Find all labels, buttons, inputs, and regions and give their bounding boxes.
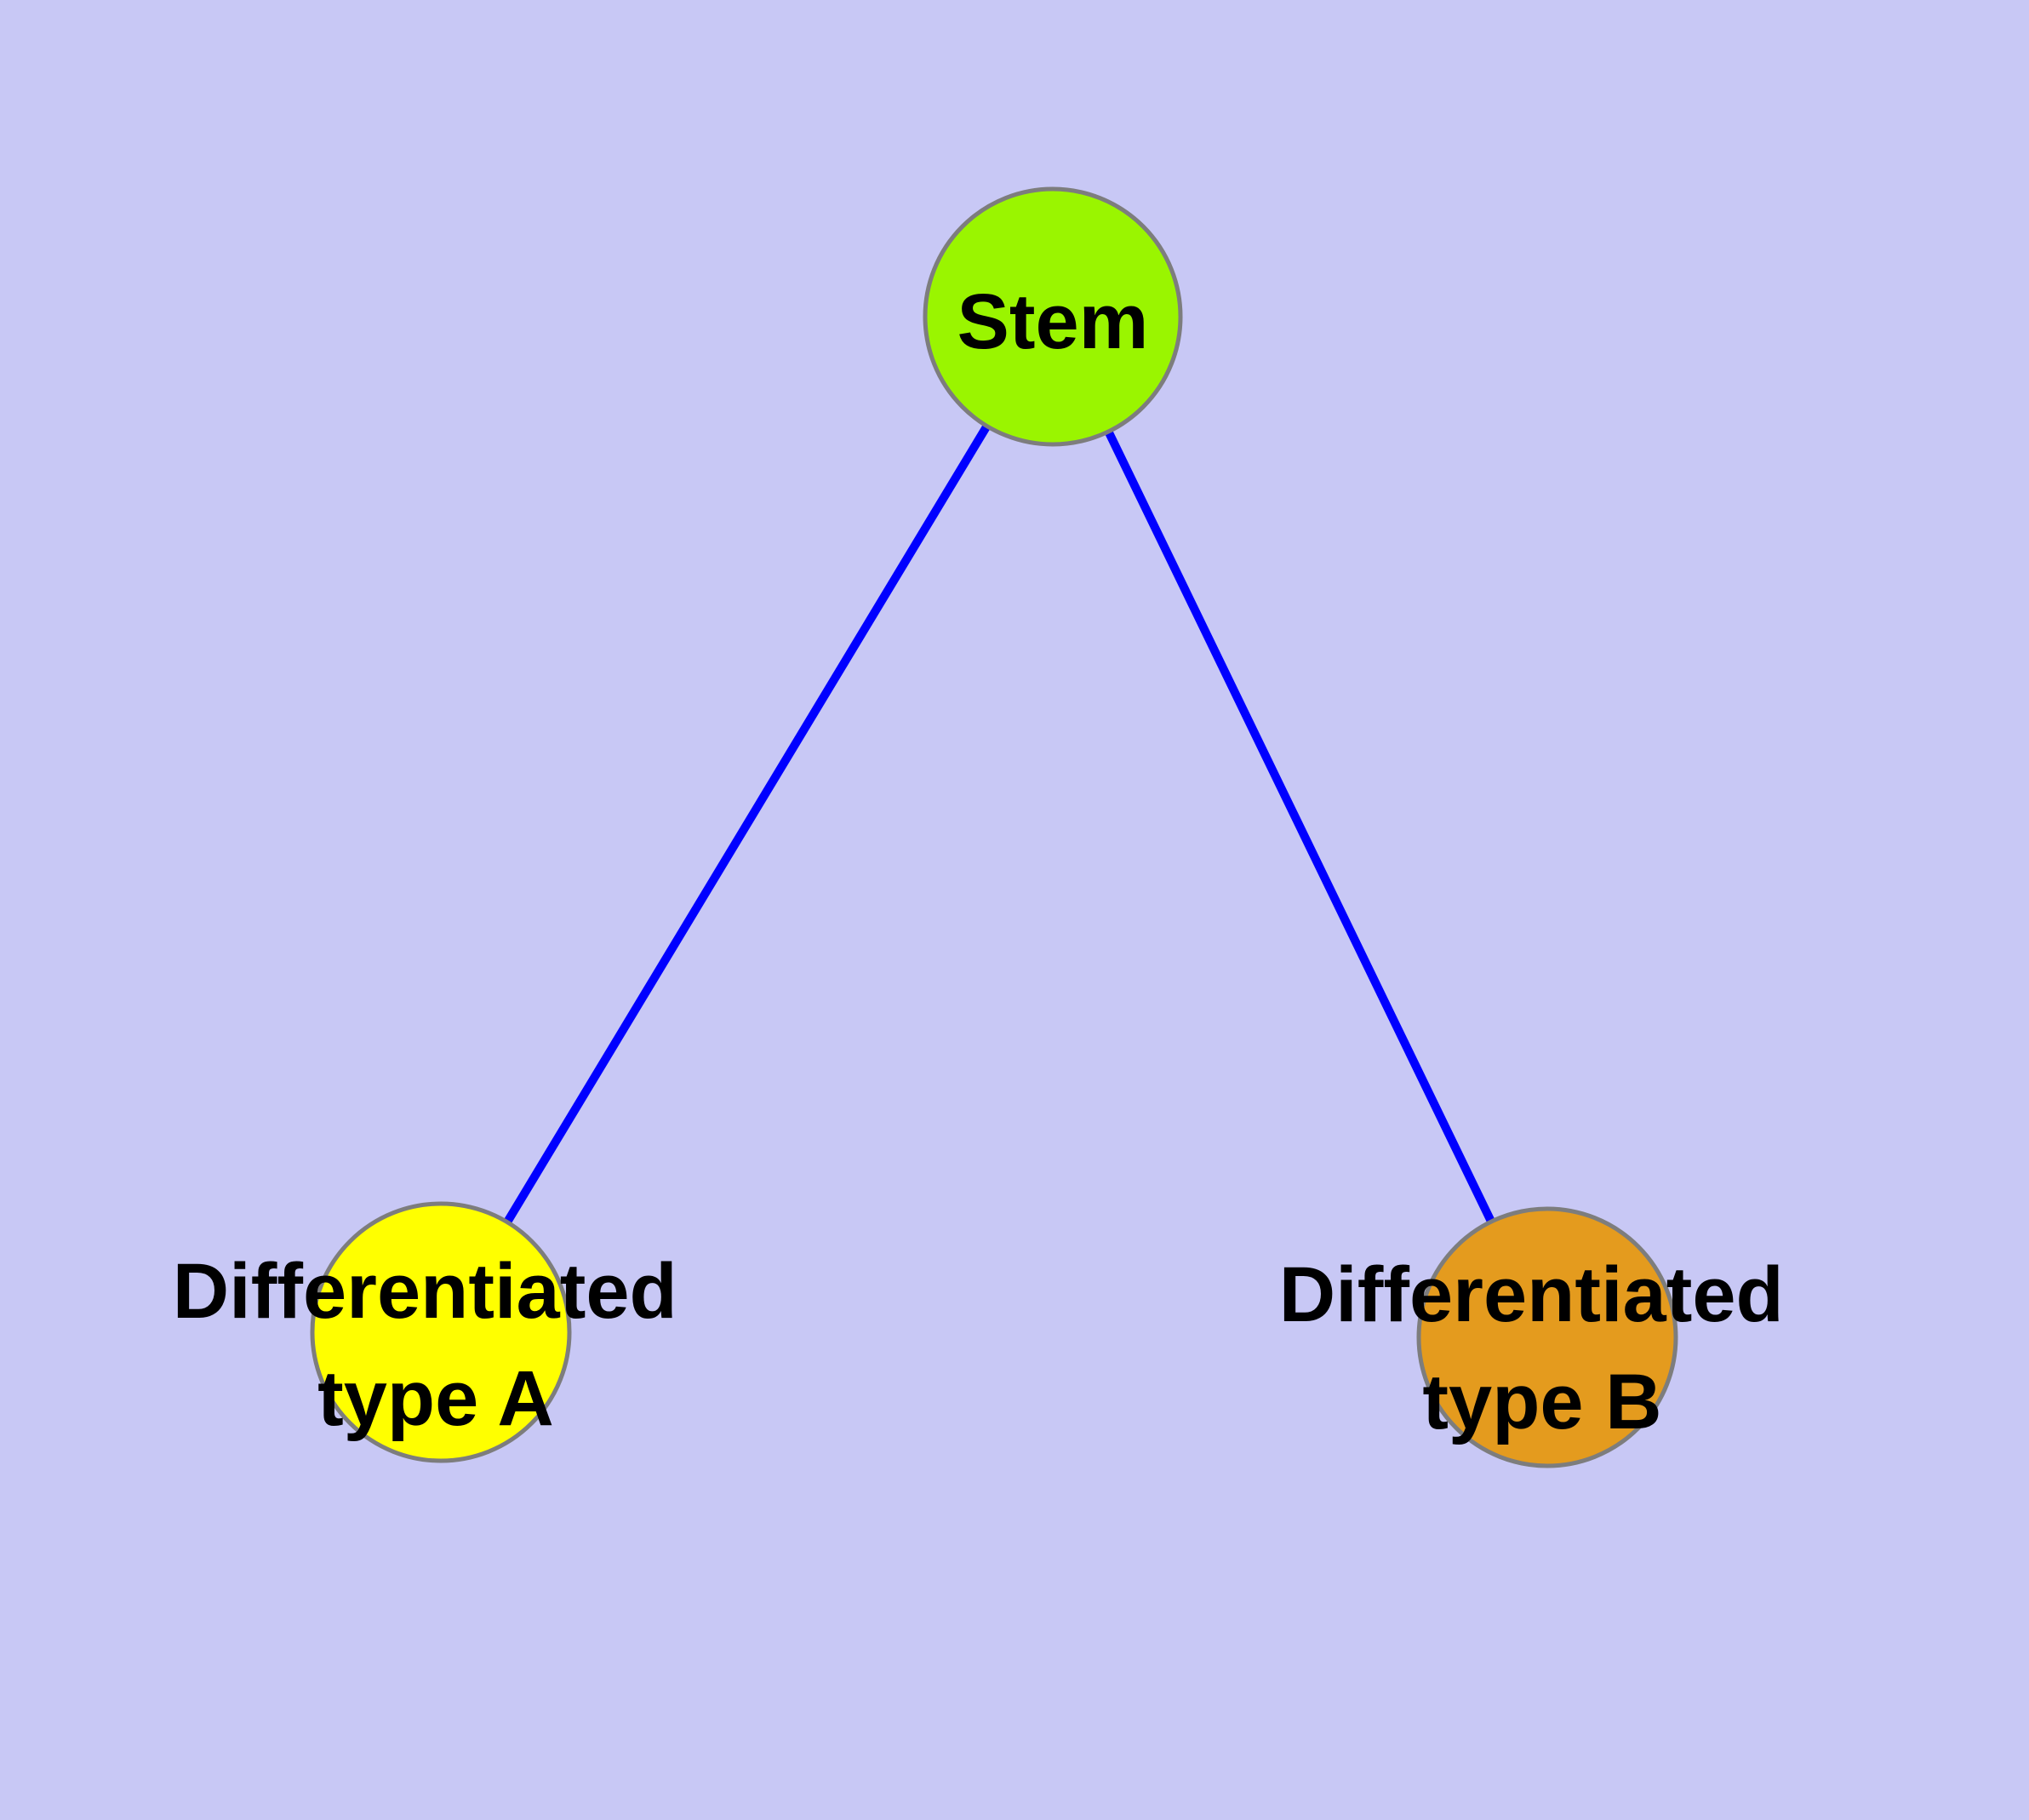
node-stem-label: Stem: [957, 278, 1149, 365]
node-differentiated-type-a: [310, 1201, 572, 1463]
node-type-a-label-line1: Differentiated: [173, 1248, 677, 1335]
node-type-b-label-line2: type B: [1422, 1359, 1661, 1445]
node-stem-label-line1: Stem: [957, 278, 1149, 365]
node-type-a-label-line2: type A: [317, 1355, 554, 1442]
edge-layer: [437, 314, 1552, 1340]
node-layer: [310, 186, 1678, 1468]
node-differentiated-type-b-label: Differentiated type B: [1279, 1251, 1806, 1445]
label-layer: Stem Differentiated type A Differentiate…: [173, 278, 1806, 1445]
node-stem: [923, 186, 1183, 447]
node-differentiated-type-a-label: Differentiated type A: [173, 1248, 700, 1442]
node-type-b-label-line1: Differentiated: [1279, 1251, 1784, 1338]
edge-stem-to-type-a: [437, 314, 1057, 1335]
edge-stem-to-type-b: [1049, 314, 1552, 1340]
node-differentiated-type-b: [1416, 1206, 1678, 1468]
